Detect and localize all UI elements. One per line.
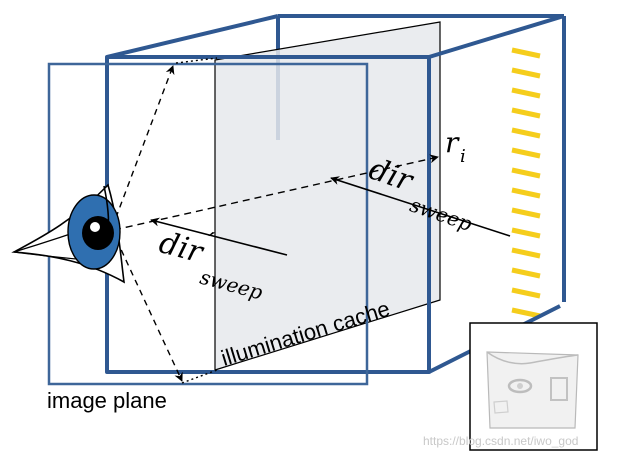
light-source-stripes xyxy=(511,47,541,319)
render-thumbnail xyxy=(469,322,598,451)
illumination-cache-plane xyxy=(214,21,441,371)
label-image-plane: image plane xyxy=(47,388,167,413)
dir-sweep-arrow-left xyxy=(150,217,288,256)
label-ri-sub: i xyxy=(460,146,466,167)
view-ray-ri xyxy=(113,154,439,231)
dir-sweep-arrow-right xyxy=(330,176,511,237)
eye-icon xyxy=(11,183,125,284)
label-ri-base: r xyxy=(445,126,460,159)
watermark: https://blog.csdn.net/iwo_god xyxy=(423,434,578,448)
label-ri: r i xyxy=(445,126,466,167)
frustum-rays xyxy=(111,57,218,384)
label-dir-left-prime: ′ xyxy=(203,227,217,258)
image-plane-rect xyxy=(47,62,369,386)
